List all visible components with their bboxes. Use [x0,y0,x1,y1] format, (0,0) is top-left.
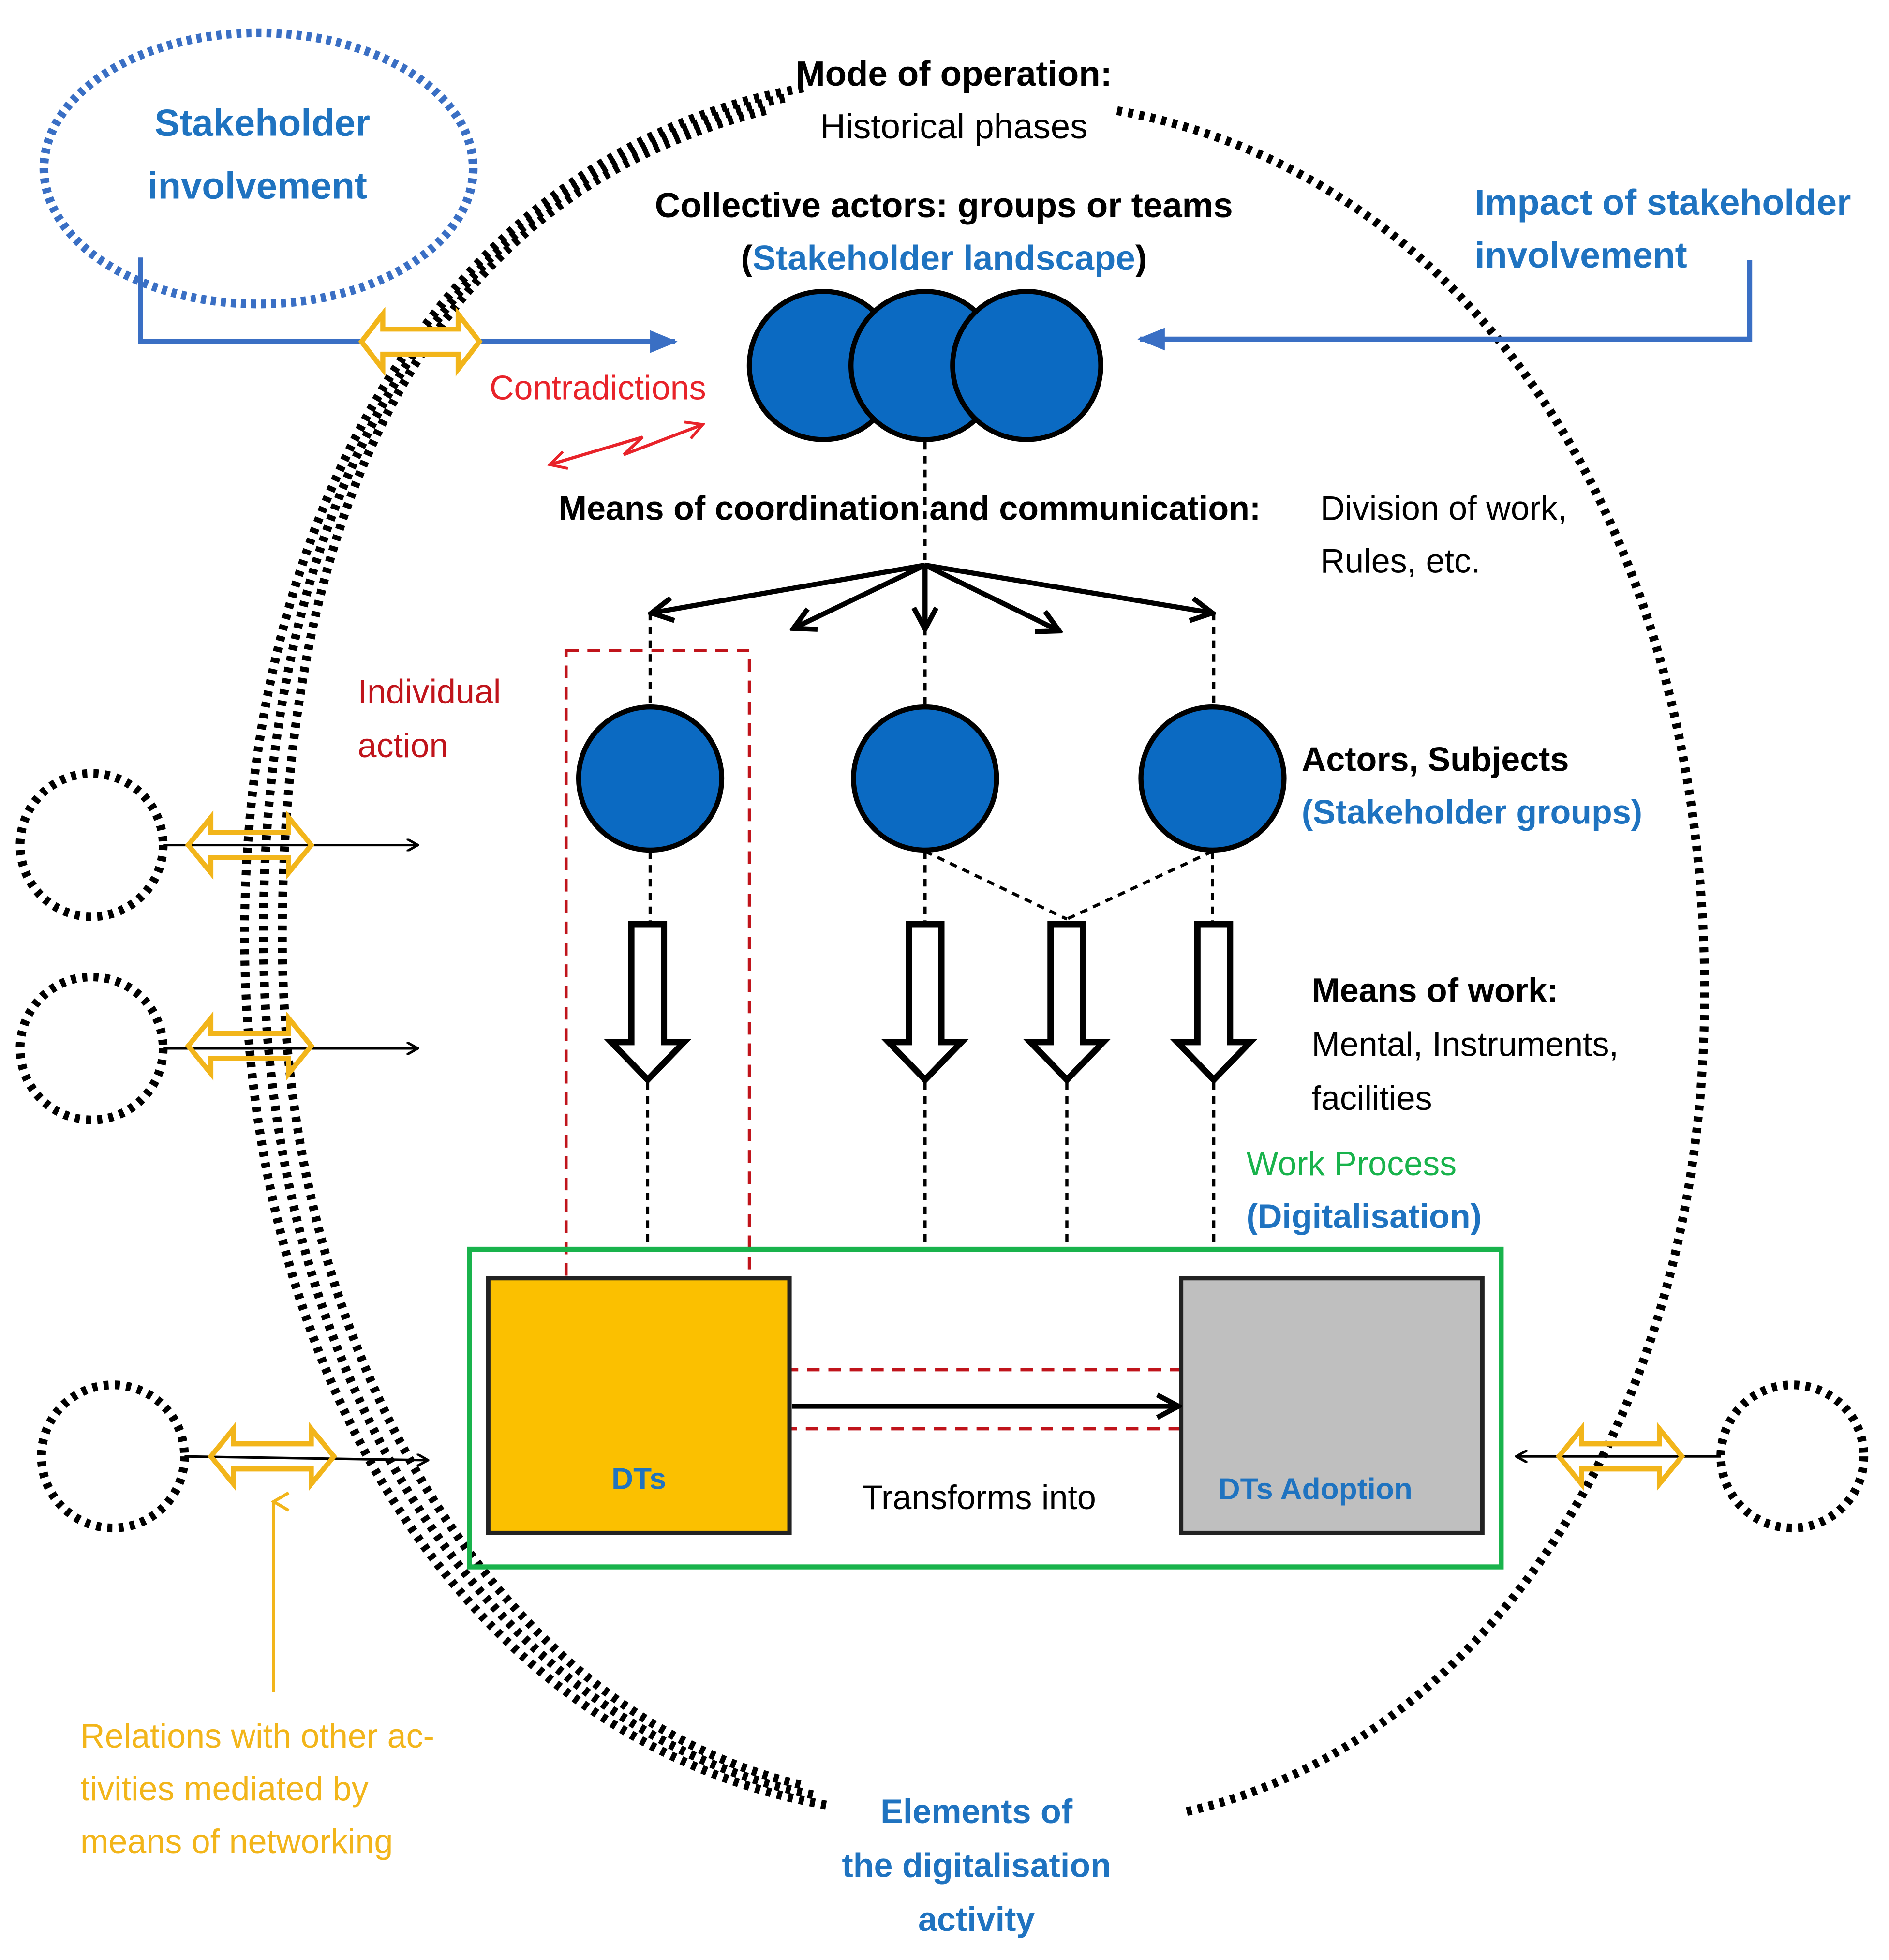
external-activity-4 [1517,1380,1869,1533]
transforms-label: Transforms into [862,1479,1096,1516]
work-connectors [646,1082,1216,1250]
activity-boundary [240,84,1709,1816]
external-activity-1 [15,769,417,921]
dts-adoption-label: DTs Adoption [1219,1472,1413,1506]
impact-label-2: involvement [1475,235,1687,275]
relations-label-3: means of networking [80,1823,393,1860]
stakeholder-involvement-arrow [138,257,678,353]
impact-arrow [1137,260,1753,351]
elements-label-3: activity [918,1900,1035,1938]
work-process-box [467,1246,1504,1570]
collective-actors-title: Collective actors: groups or teams [655,186,1233,225]
actor-connectors [648,613,1216,706]
contradictions-label: Contradictions [490,369,706,406]
means-coordination-title: Means of coordination and communication: [559,490,1261,527]
actor-3 [1138,704,1287,853]
relations-label-2: tivities mediated by [80,1770,369,1808]
work-process-sub: (Digitalisation) [1247,1197,1482,1235]
actors-title: Actors, Subjects [1302,740,1569,778]
individual-action-label-2: action [357,727,448,764]
actors-sub: (Stakeholder groups) [1302,793,1642,831]
stakeholder-involvement-label-1: Stakeholder [155,103,371,144]
means-coordination-line-1: Division of work, [1321,490,1567,527]
means-coordination-line-2: Rules, etc. [1321,542,1481,580]
mode-of-operation-title: Mode of operation: [796,54,1112,93]
means-of-work-arrows [604,921,1258,1085]
dts-label: DTs [611,1463,666,1496]
impact-label-1: Impact of stakeholder [1475,182,1851,223]
elements-label-2: the digitalisation [842,1846,1111,1884]
actor-circles [576,704,1287,853]
relations-label-1: Relations with other ac- [80,1717,434,1755]
means-of-work-title: Means of work: [1311,972,1558,1009]
external-activity-2 [15,972,417,1124]
means-of-work-line-1: Mental, Instruments, [1311,1025,1619,1063]
elements-label-1: Elements of [880,1793,1073,1830]
dts-adoption-box [1179,1276,1485,1535]
collective-actors-group [746,289,1103,442]
dts-box [486,1276,792,1535]
contradictions-zigzag [550,424,703,464]
stakeholder-involvement-label-2: involvement [148,165,367,207]
networking-double-arrow-top [358,306,483,377]
individual-action-outline [564,649,1468,1431]
collective-actors-sub: (Stakeholder landscape) [741,239,1147,278]
actor-1 [576,704,725,853]
means-connectors [648,850,1214,923]
coordination-arrows [653,562,1211,630]
work-process-title: Work Process [1247,1145,1457,1182]
mode-of-operation-sub: Historical phases [820,107,1087,146]
means-of-work-line-2: facilities [1311,1079,1432,1117]
stakeholder-involvement-bubble [39,28,478,309]
external-activity-3 [37,1380,427,1533]
individual-action-label-1: Individual [357,673,501,710]
actor-2 [851,704,999,853]
